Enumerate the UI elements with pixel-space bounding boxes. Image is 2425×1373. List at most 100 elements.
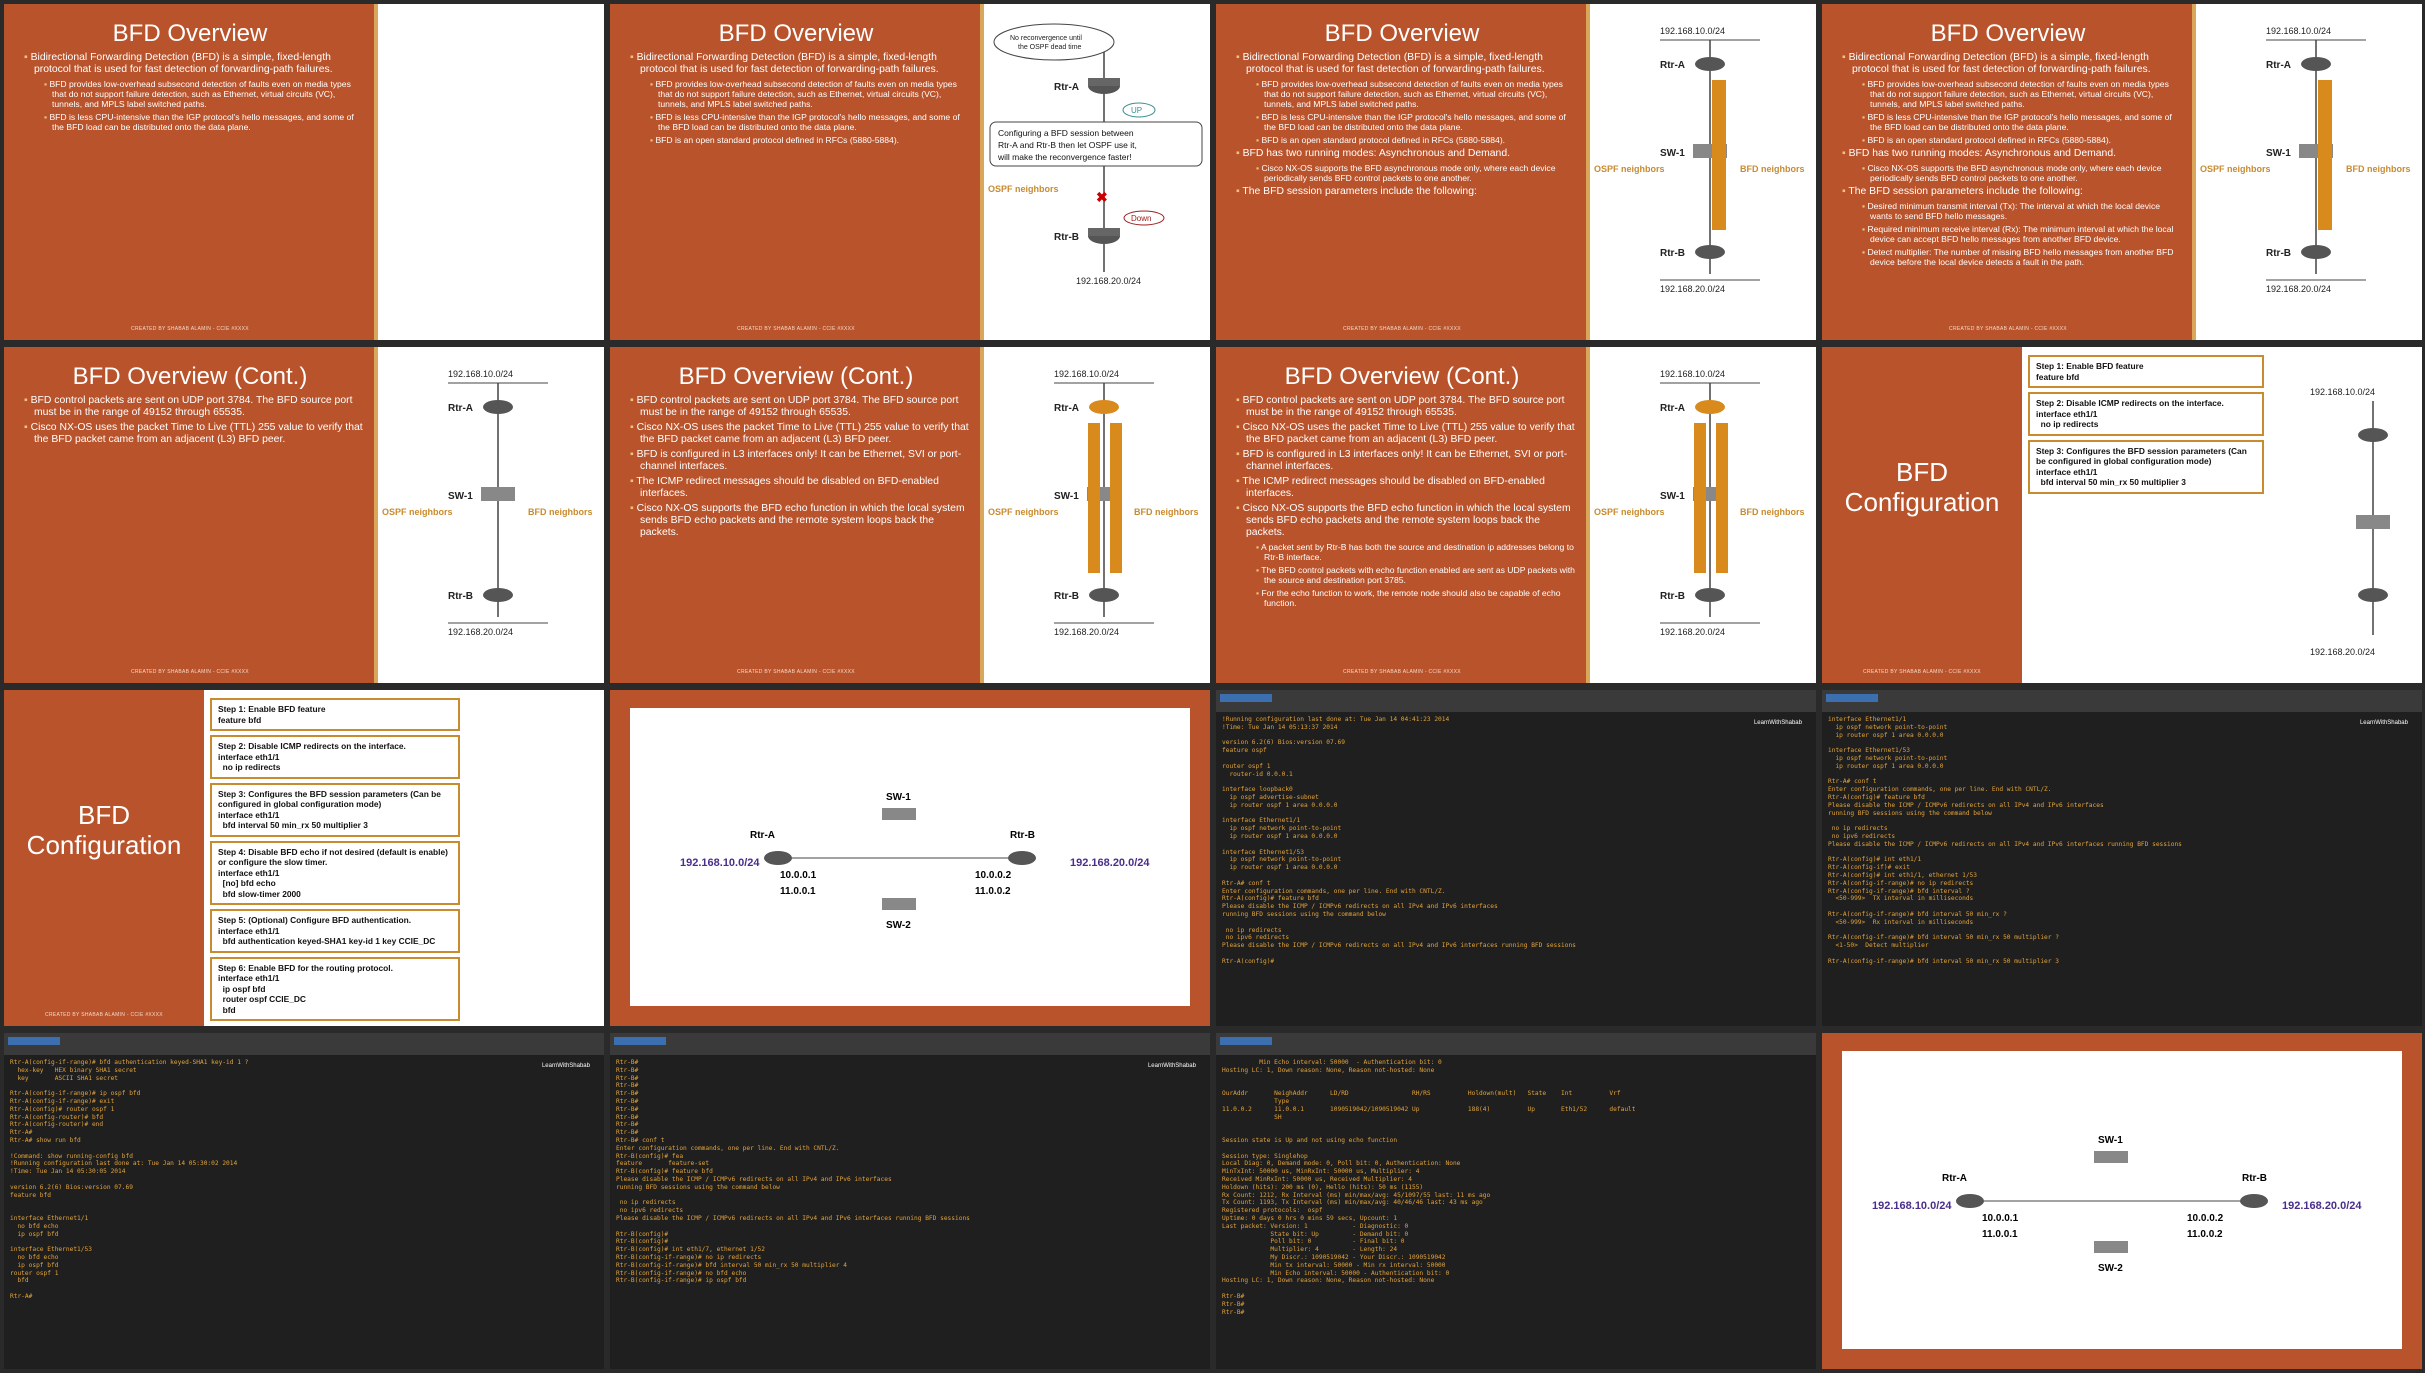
- svg-text:BFD neighbors: BFD neighbors: [1740, 164, 1805, 174]
- svg-text:OSPF neighbors: OSPF neighbors: [382, 507, 453, 517]
- svg-text:192.168.10.0/24: 192.168.10.0/24: [680, 857, 760, 869]
- svg-text:Rtr-B: Rtr-B: [1660, 591, 1685, 602]
- thumbnail-terminal-3[interactable]: LearnWithShabab Rtr-A(config-if-range)# …: [4, 1033, 604, 1369]
- svg-text:BFD neighbors: BFD neighbors: [1134, 507, 1199, 517]
- svg-text:Rtr-B: Rtr-B: [1054, 591, 1079, 602]
- svg-text:SW-1: SW-1: [886, 792, 911, 803]
- svg-text:Rtr-B: Rtr-B: [2242, 1173, 2267, 1184]
- slide-title: BFD Overview: [718, 20, 874, 47]
- svg-text:192.168.20.0/24: 192.168.20.0/24: [2310, 647, 2375, 657]
- svg-text:192.168.10.0/24: 192.168.10.0/24: [1872, 1200, 1952, 1212]
- svg-text:OSPF neighbors: OSPF neighbors: [2200, 164, 2271, 174]
- svg-text:11.0.0.2: 11.0.0.2: [2187, 1229, 2223, 1240]
- svg-text:Rtr-B: Rtr-B: [2266, 248, 2291, 259]
- thumbnail-bfd-configuration-2[interactable]: BFD Configuration Step 1: Enable BFD fea…: [4, 690, 604, 1026]
- terminal-output: !Running configuration last done at: Tue…: [1222, 716, 1576, 965]
- topology-canvas: 192.168.10.0/24 192.168.20.0/24 Rtr-A Rt…: [630, 708, 1190, 1006]
- terminal-output: interface Ethernet1/1 ip ospf network po…: [1828, 716, 2182, 965]
- svg-text:11.0.0.1: 11.0.0.1: [780, 886, 816, 897]
- svg-text:11.0.0.2: 11.0.0.2: [975, 886, 1011, 897]
- svg-text:11.0.0.1: 11.0.0.1: [1982, 1229, 2018, 1240]
- svg-text:Rtr-B: Rtr-B: [1660, 248, 1685, 259]
- svg-text:192.168.20.0/24: 192.168.20.0/24: [2266, 284, 2331, 294]
- up-status-label: UP: [1131, 106, 1142, 115]
- thumbnail-terminal-4[interactable]: LearnWithShabab Rtr-B# Rtr-B# Rtr-B# Rtr…: [610, 1033, 1210, 1369]
- thumbnail-bfd-overview-cont-2[interactable]: BFD Overview (Cont.) BFD control packets…: [610, 347, 1210, 683]
- svg-text:Rtr-B: Rtr-B: [448, 591, 473, 602]
- svg-text:Rtr-A: Rtr-A: [750, 830, 775, 841]
- svg-text:192.168.20.0/24: 192.168.20.0/24: [2282, 1200, 2362, 1212]
- thumbnail-terminal-5[interactable]: Min Echo interval: 50000 - Authenticatio…: [1216, 1033, 1816, 1369]
- thumbnail-bfd-overview-1[interactable]: BFD Overview Bidirectional Forwarding De…: [4, 4, 604, 340]
- svg-text:192.168.10.0/24: 192.168.10.0/24: [448, 369, 513, 379]
- svg-text:OSPF neighbors: OSPF neighbors: [988, 507, 1059, 517]
- down-status-label: Down: [1131, 214, 1151, 223]
- svg-text:192.168.10.0/24: 192.168.10.0/24: [1660, 26, 1725, 36]
- svg-text:SW-1: SW-1: [1054, 491, 1079, 502]
- bullet-list: BFD control packets are sent on UDP port…: [24, 395, 364, 449]
- net-bottom-label: 192.168.20.0/24: [1076, 276, 1141, 286]
- slide-title: BFD Overview: [1930, 20, 2086, 47]
- svg-text:BFD neighbors: BFD neighbors: [528, 507, 593, 517]
- bfd-topology-diagram: 192.168.10.0/24 Rtr-A SW-1 Rtr-B OSPF ne…: [1590, 22, 1810, 322]
- svg-text:10.0.0.1: 10.0.0.1: [1982, 1213, 2019, 1224]
- svg-text:Rtr-A: Rtr-A: [1054, 403, 1079, 414]
- step-5: Step 5: (Optional) Configure BFD authent…: [210, 909, 460, 953]
- slide-title: BFD Overview: [112, 20, 268, 47]
- thumbnail-bfd-overview-cont-1[interactable]: BFD Overview (Cont.) BFD control packets…: [4, 347, 604, 683]
- rtr-b-label: Rtr-B: [1054, 232, 1079, 243]
- terminal-output: Rtr-B# Rtr-B# Rtr-B# Rtr-B# Rtr-B# Rtr-B…: [616, 1059, 970, 1285]
- slide-title: BFD Overview (Cont.): [72, 363, 308, 390]
- cloud-note: No reconvergence until: [1010, 35, 1082, 42]
- svg-text:SW-1: SW-1: [1660, 148, 1685, 159]
- thumbnail-bfd-overview-3[interactable]: BFD Overview Bidirectional Forwarding De…: [1216, 4, 1816, 340]
- thumbnail-bfd-overview-cont-3[interactable]: BFD Overview (Cont.) BFD control packets…: [1216, 347, 1816, 683]
- svg-text:BFD neighbors: BFD neighbors: [2346, 164, 2411, 174]
- thumbnail-topology-1[interactable]: 192.168.10.0/24 192.168.20.0/24 Rtr-A Rt…: [610, 690, 1210, 1026]
- svg-text:will make the reconvergence fa: will make the reconvergence faster!: [997, 152, 1132, 162]
- svg-text:192.168.20.0/24: 192.168.20.0/24: [448, 627, 513, 637]
- svg-text:SW-1: SW-1: [1660, 491, 1685, 502]
- svg-text:Rtr-A: Rtr-A: [2266, 60, 2291, 71]
- svg-text:SW-1: SW-1: [2266, 148, 2291, 159]
- svg-text:Rtr-A: Rtr-A: [1942, 1173, 1967, 1184]
- svg-text:Rtr-B: Rtr-B: [1010, 830, 1035, 841]
- svg-text:OSPF neighbors: OSPF neighbors: [1594, 164, 1665, 174]
- thumbnail-terminal-1[interactable]: LearnWithShabab !Running configuration l…: [1216, 690, 1816, 1026]
- svg-text:SW-1: SW-1: [2098, 1135, 2123, 1146]
- slide-credit: CREATED BY SHABAB ALAMIN - CCIE #XXXX: [131, 326, 249, 332]
- svg-text:192.168.10.0/24: 192.168.10.0/24: [1054, 369, 1119, 379]
- thumbnail-bfd-configuration-1[interactable]: BFD Configuration Step 1: Enable BFD fea…: [1822, 347, 2422, 683]
- terminal-output: Min Echo interval: 50000 - Authenticatio…: [1222, 1059, 1636, 1316]
- bullet-list: BFD control packets are sent on UDP port…: [1236, 395, 1576, 611]
- svg-text:10.0.0.1: 10.0.0.1: [780, 870, 817, 881]
- svg-text:SW-2: SW-2: [2098, 1263, 2123, 1274]
- thumbnail-bfd-overview-2[interactable]: BFD Overview Bidirectional Forwarding De…: [610, 4, 1210, 340]
- link-failure-icon: ✖: [1096, 189, 1108, 205]
- step-3: Step 3: Configures the BFD session param…: [2028, 439, 2264, 494]
- svg-text:192.168.20.0/24: 192.168.20.0/24: [1660, 627, 1725, 637]
- svg-text:Rtr-A: Rtr-A: [1660, 60, 1685, 71]
- slide-title: BFD Overview (Cont.): [678, 363, 914, 390]
- failure-diagram: Rtr-A Rtr-B 192.168.20.0/24 OSPF neighbo…: [984, 22, 1204, 322]
- bfd-echo-diagram: 192.168.10.0/24 Rtr-A SW-1 Rtr-B OSPF ne…: [984, 365, 1204, 665]
- svg-text:Rtr-A: Rtr-A: [1660, 403, 1685, 414]
- step-2: Step 2: Disable ICMP redirects on the in…: [210, 735, 460, 779]
- slide-title: BFD Overview (Cont.): [1284, 363, 1520, 390]
- bullet-list: Bidirectional Forwarding Detection (BFD)…: [1842, 52, 2182, 270]
- svg-text:192.168.20.0/24: 192.168.20.0/24: [1054, 627, 1119, 637]
- thumbnail-terminal-2[interactable]: LearnWithShabab interface Ethernet1/1 ip…: [1822, 690, 2422, 1026]
- svg-text:192.168.10.0/24: 192.168.10.0/24: [1660, 369, 1725, 379]
- terminal-output: Rtr-A(config-if-range)# bfd authenticati…: [10, 1059, 249, 1300]
- thumbnail-bfd-overview-4[interactable]: BFD Overview Bidirectional Forwarding De…: [1822, 4, 2422, 340]
- bfd-topology-diagram: 192.168.10.0/24 Rtr-A SW-1 Rtr-B OSPF ne…: [378, 365, 598, 665]
- bullet-list: BFD control packets are sent on UDP port…: [630, 395, 970, 542]
- svg-text:SW-1: SW-1: [448, 491, 473, 502]
- svg-text:10.0.0.2: 10.0.0.2: [975, 870, 1012, 881]
- thumbnail-topology-2[interactable]: 192.168.10.0/24 192.168.20.0/24 Rtr-A Rt…: [1822, 1033, 2422, 1369]
